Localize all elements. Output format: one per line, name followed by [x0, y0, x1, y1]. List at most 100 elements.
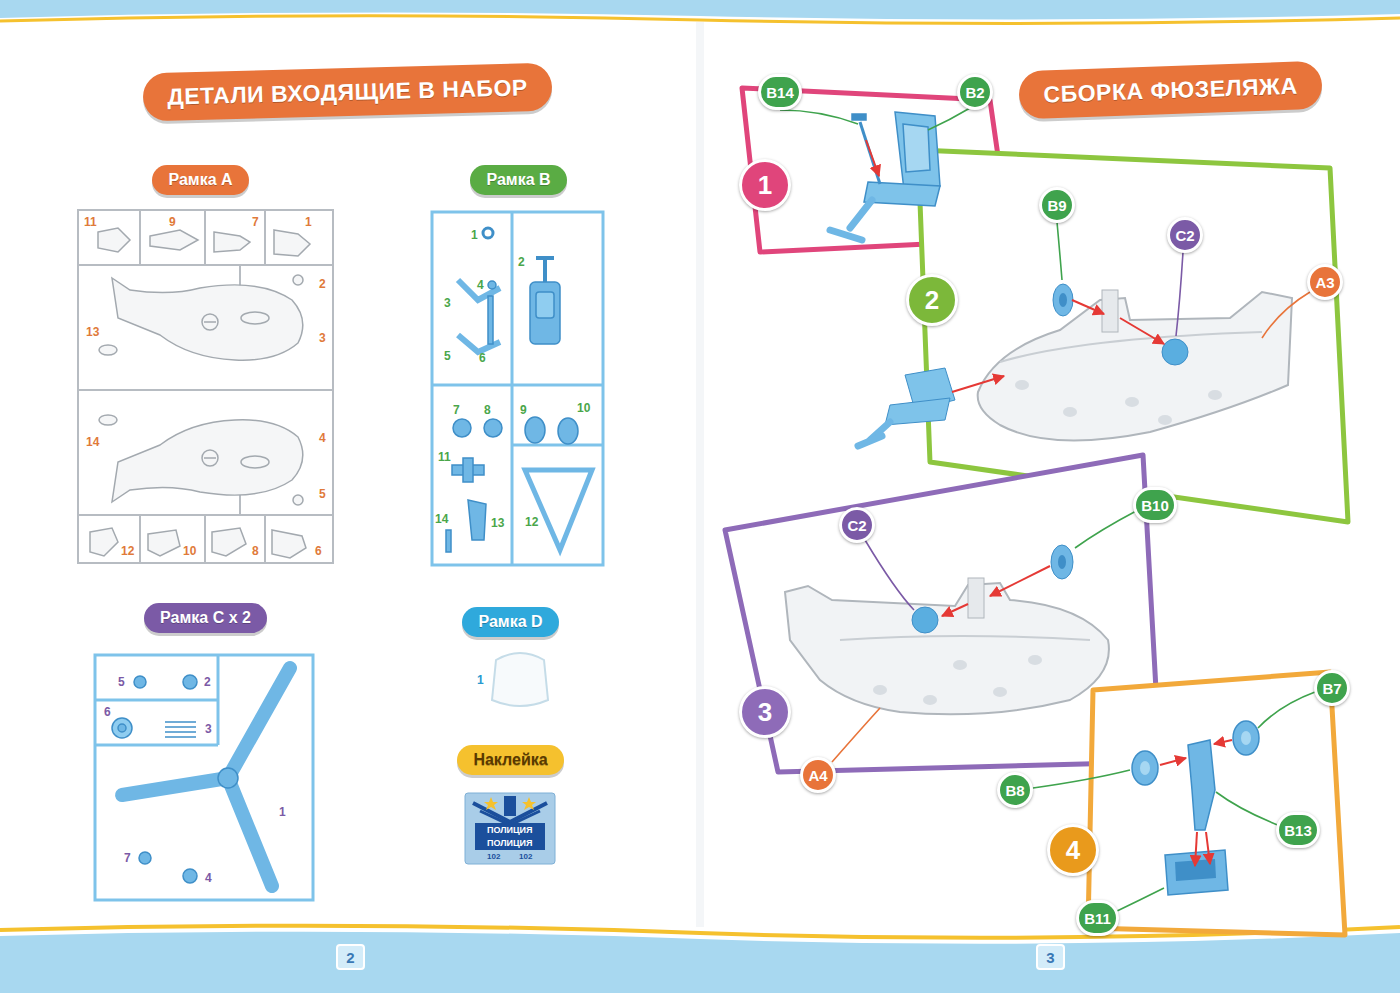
- drawing-shape: [465, 793, 555, 864]
- drawing-shape: [522, 797, 536, 810]
- drawing-shape: [488, 296, 493, 344]
- drawing-shape: [202, 450, 218, 466]
- drawing-shape: [480, 811, 540, 825]
- node-text: C2: [1175, 228, 1194, 243]
- part-number: 3: [205, 723, 212, 735]
- drawing-shape: [1206, 832, 1210, 864]
- drawing-shape: [1162, 339, 1188, 365]
- drawing-shape: [990, 566, 1050, 596]
- node-text: 1: [758, 172, 772, 198]
- drawing-shape: [696, 22, 704, 927]
- drawing-shape: [1158, 415, 1172, 425]
- drawing-shape: [112, 420, 303, 502]
- node-text: 2: [925, 287, 939, 313]
- drawing-shape: [228, 668, 290, 778]
- part-callout: B10: [1133, 487, 1177, 523]
- drawing-shape: [780, 110, 858, 124]
- section-heading: ДЕТАЛИ ВХОДЯЩИЕ В НАБОР: [142, 63, 552, 122]
- drawing-shape: [78, 389, 333, 391]
- drawing-shape: [536, 292, 554, 318]
- part-number: 4: [319, 432, 326, 444]
- part-number: 11: [84, 216, 97, 228]
- drawing-shape: [1051, 545, 1073, 579]
- rotor-parts: [112, 668, 290, 886]
- drawing-shape: [1063, 407, 1077, 417]
- part-number: 1: [305, 216, 312, 228]
- drawing-shape: [95, 699, 218, 702]
- seat-assembly: [830, 112, 940, 240]
- drawing-shape: [873, 685, 887, 695]
- part-number: 8: [484, 404, 491, 416]
- sprue-frame-b: [432, 212, 603, 565]
- drawing-shape: [978, 292, 1292, 441]
- drawing-shape: [923, 695, 937, 705]
- drawing-shape: [475, 823, 545, 850]
- drawing-shape: [492, 653, 548, 706]
- drawing-shape: [95, 744, 218, 747]
- drawing-shape: [274, 230, 310, 256]
- drawing-shape: [139, 210, 141, 265]
- drawing-shape: [432, 384, 603, 387]
- drawing-shape: [1214, 740, 1232, 744]
- drawing-shape: [432, 212, 603, 565]
- fuselage-half-a4: [785, 545, 1109, 714]
- drawing-shape: [543, 258, 547, 282]
- drawing-shape: [165, 736, 196, 738]
- drawing-shape: [204, 210, 206, 265]
- drawing-shape: [928, 108, 970, 130]
- node-text: СБОРКА ФЮЗЕЛЯЖА: [1043, 74, 1298, 106]
- drawing-shape: [228, 778, 272, 886]
- node-text: ДЕТАЛИ ВХОДЯЩИЕ В НАБОР: [167, 76, 528, 108]
- drawing-shape: [139, 852, 151, 864]
- step-number: 3: [739, 686, 791, 738]
- part-number: 5: [118, 676, 125, 688]
- node-text: B13: [1284, 823, 1312, 838]
- sprue-b-parts: [446, 228, 592, 552]
- part-number: 12: [525, 516, 538, 528]
- drawing-shape: [885, 398, 950, 425]
- node-text: 3: [1046, 950, 1054, 965]
- drawing-shape: [1140, 761, 1150, 775]
- drawing-shape: [488, 281, 496, 289]
- node-text: B9: [1047, 198, 1066, 213]
- drawing-shape: [504, 796, 516, 816]
- drawing-shape: [525, 470, 592, 550]
- drawing-shape: [212, 528, 246, 556]
- drawing-shape: [165, 721, 196, 723]
- drawing-shape: [912, 607, 938, 633]
- drawing-shape: [1216, 792, 1280, 826]
- drawing-shape: [1262, 292, 1310, 338]
- drawing-shape: [865, 540, 914, 610]
- part-number: 1: [471, 229, 478, 241]
- node-text: A4: [808, 768, 827, 783]
- drawing-shape: [1102, 290, 1118, 332]
- sprue-a-parts: [90, 228, 310, 558]
- part-number: 12: [121, 545, 134, 557]
- node-text: Рамка C x 2: [160, 610, 251, 626]
- drawing-shape: [1115, 888, 1164, 912]
- part-number: 1: [477, 674, 484, 686]
- drawing-shape: [293, 495, 303, 505]
- drawing-shape: [118, 724, 126, 732]
- part-number: 2: [518, 256, 525, 268]
- part-callout: B2: [957, 74, 993, 110]
- drawing-shape: [1176, 252, 1183, 336]
- part-callout: B9: [1039, 187, 1075, 223]
- part-number: 10: [577, 402, 590, 414]
- drawing-shape: [112, 278, 303, 360]
- drawing-shape: [0, 932, 1400, 993]
- part-number: 102: [519, 853, 532, 861]
- drawing-shape: [112, 718, 132, 738]
- part-number: 6: [104, 706, 111, 718]
- part-number: 4: [205, 872, 212, 884]
- drawing-shape: [99, 415, 117, 425]
- drawing-shape: [204, 457, 216, 459]
- drawing-shape: [1195, 832, 1197, 866]
- drawing-shape: [1059, 293, 1067, 307]
- drawing-shape: [112, 420, 303, 502]
- drawing-shape: [968, 578, 984, 618]
- drawing-shape: [484, 419, 502, 437]
- part-callout: A4: [800, 757, 836, 793]
- part-number: 3: [319, 332, 326, 344]
